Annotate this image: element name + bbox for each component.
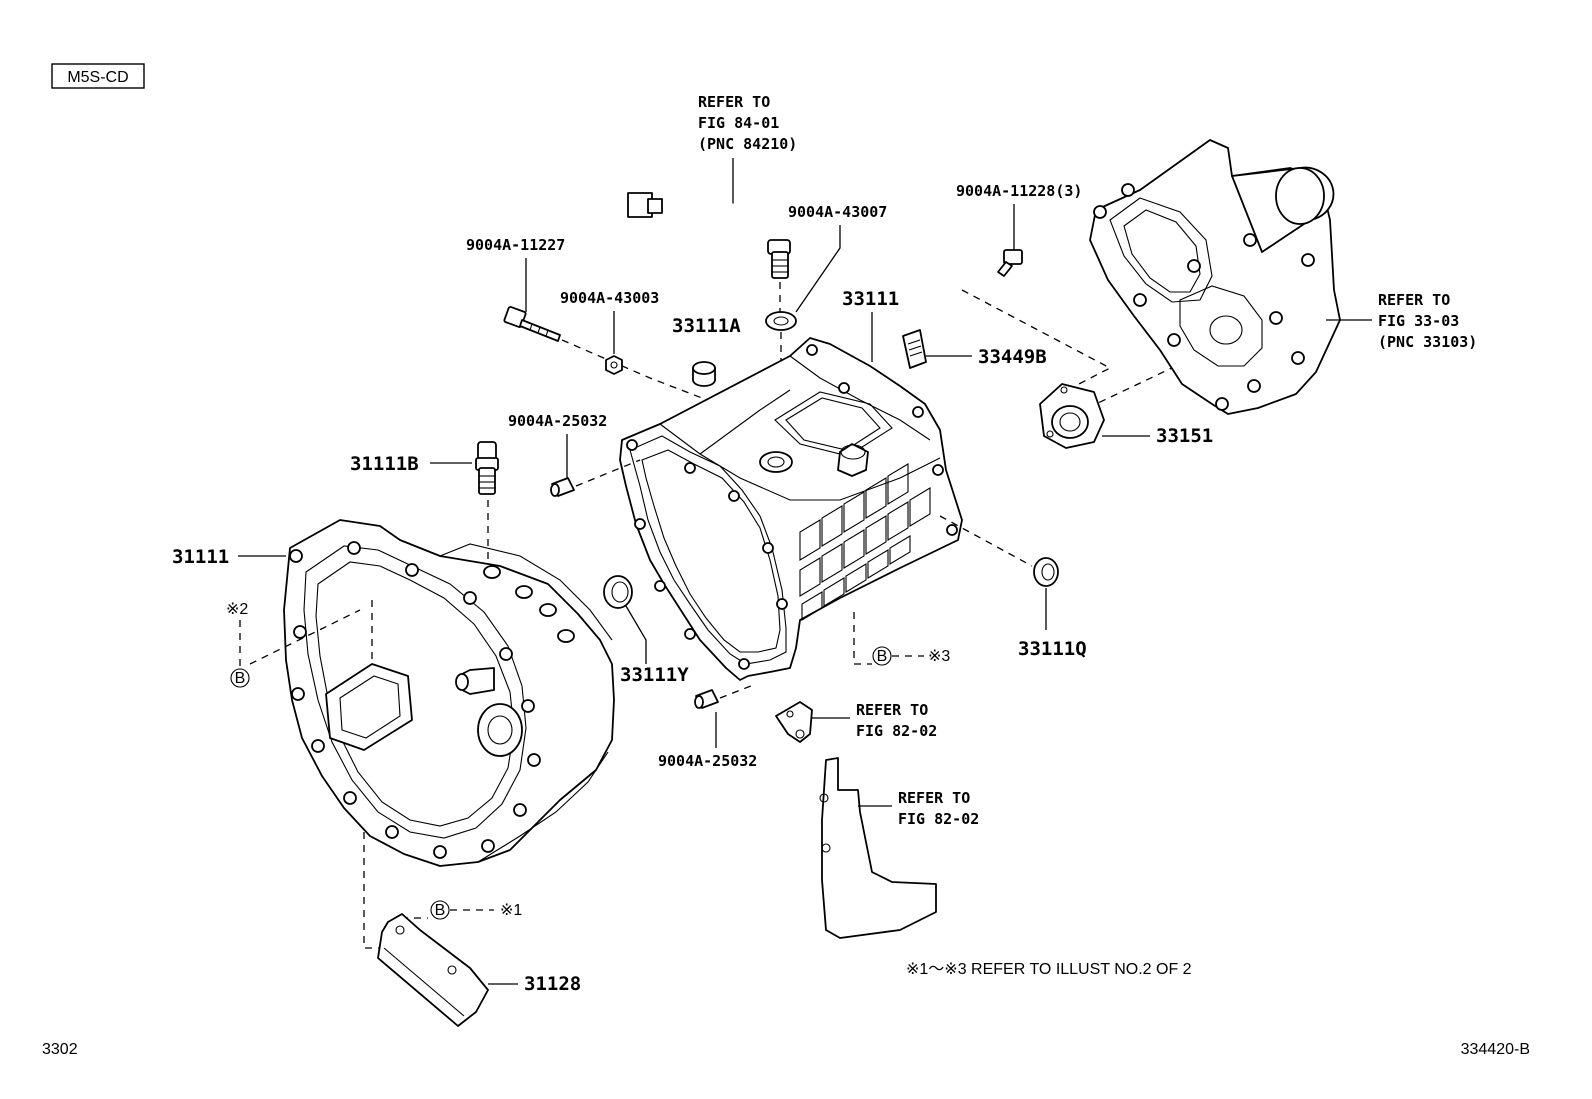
marker-b-left: ※2 B	[226, 601, 361, 688]
label-33111q: 33111Q	[1018, 638, 1087, 660]
label-31111b: 31111B	[350, 453, 419, 475]
oil-seal-33111y	[603, 575, 633, 609]
page-number: 3302	[42, 1041, 78, 1058]
label-9004a-25032-bottom: 9004A-25032	[658, 752, 757, 770]
retainer-33151	[1039, 383, 1105, 449]
bolt-11227	[503, 306, 561, 342]
sensor-31111b	[475, 441, 499, 495]
bracket-large	[819, 757, 937, 939]
refer-block-bracket-large: REFER TO FIG 82-02	[898, 789, 979, 828]
marker-b-bottom: B ※1	[399, 900, 522, 930]
refer-bracket-small-line-1: REFER TO	[856, 701, 928, 719]
b-letter-mid: B	[877, 648, 888, 665]
refer-sensor-line-3: (PNC 84210)	[698, 135, 797, 153]
speed-sensor	[627, 192, 791, 312]
note-2: ※2	[226, 601, 248, 618]
refer-bracket-small-line-2: FIG 82-02	[856, 722, 937, 740]
refer-sensor-line-1: REFER TO	[698, 93, 770, 111]
rear-case-extension	[1089, 139, 1341, 415]
refer-sensor-line-2: FIG 84-01	[698, 114, 779, 132]
refer-bracket-large-line-1: REFER TO	[898, 789, 970, 807]
label-33111: 33111	[842, 288, 899, 310]
label-33111a: 33111A	[672, 315, 741, 337]
cover-31128	[377, 913, 489, 1027]
clutch-housing-31111	[283, 519, 615, 867]
pin-25032-bottom	[694, 689, 719, 709]
refer-block-sensor: REFER TO FIG 84-01 (PNC 84210)	[698, 93, 797, 205]
note-1: ※1	[500, 902, 522, 919]
label-9004a-11227: 9004A-11227	[466, 236, 565, 254]
b-letter-bottom: B	[435, 902, 446, 919]
refer-case-line-1: REFER TO	[1378, 291, 1450, 309]
transmission-case-33111	[619, 337, 963, 681]
note-3: ※3	[928, 648, 950, 665]
bracket-small	[775, 701, 813, 743]
refer-bracket-large-line-2: FIG 82-02	[898, 810, 979, 828]
oil-seal-33111q	[1033, 557, 1059, 587]
pin-25032-top	[550, 477, 575, 497]
footnote-refer-illust: ※1〜※3 REFER TO ILLUST NO.2 OF 2	[906, 961, 1192, 978]
illustration-id: 334420-B	[1461, 1041, 1530, 1058]
refer-block-bracket-small: REFER TO FIG 82-02	[856, 701, 937, 740]
label-33151: 33151	[1156, 425, 1213, 447]
label-31111: 31111	[172, 546, 229, 568]
model-code-box: M5S-CD	[51, 63, 145, 89]
label-33111y: 33111Y	[620, 664, 689, 686]
model-code: M5S-CD	[67, 69, 128, 86]
label-9004a-43003: 9004A-43003	[560, 289, 659, 307]
b-letter-left: B	[235, 670, 246, 687]
breather-33449b	[902, 329, 927, 369]
refer-case-line-2: FIG 33-03	[1378, 312, 1459, 330]
refer-case-line-3: (PNC 33103)	[1378, 333, 1477, 351]
label-9004a-25032-top: 9004A-25032	[508, 412, 607, 430]
gasket-43007	[765, 311, 797, 331]
marker-b-mid: B ※3	[853, 612, 950, 666]
label-31128: 31128	[524, 973, 581, 995]
label-33449b: 33449B	[978, 346, 1047, 368]
plug-33111a	[692, 361, 716, 387]
refer-block-case-rear: REFER TO FIG 33-03 (PNC 33103)	[1378, 291, 1477, 351]
label-9004a-11228: 9004A-11228(3)	[956, 182, 1082, 200]
label-9004a-43007: 9004A-43007	[788, 203, 887, 221]
nut-43003	[605, 355, 623, 375]
bolt-11228	[997, 249, 1023, 277]
